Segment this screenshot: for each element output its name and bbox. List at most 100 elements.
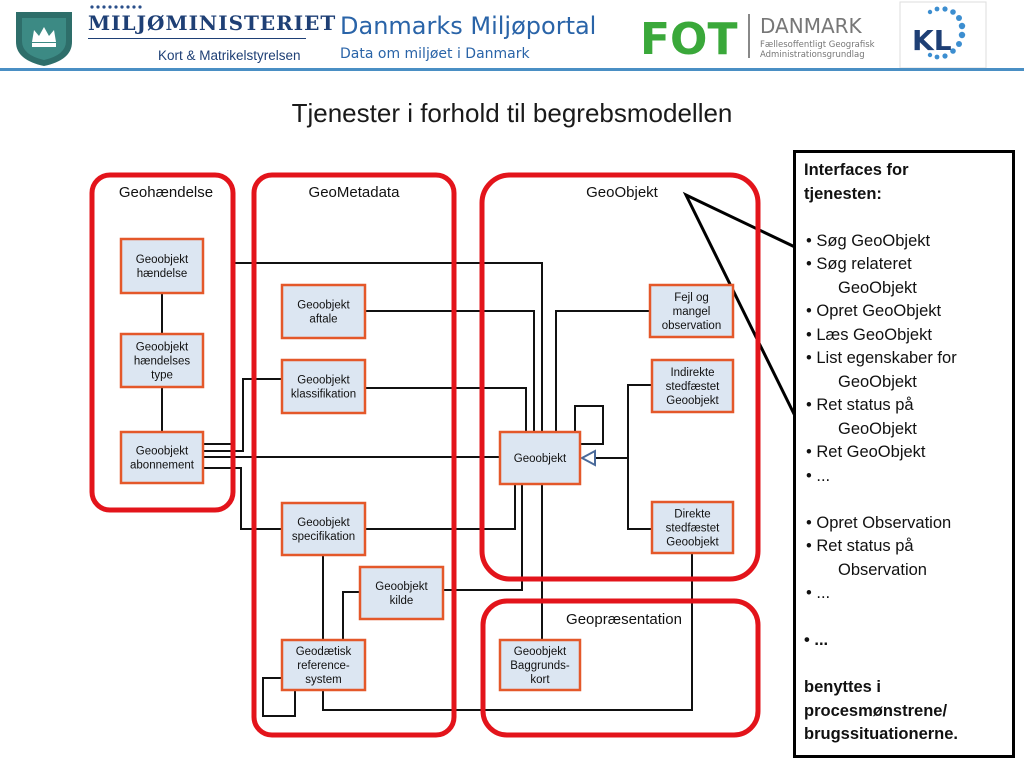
concept-box-label: mangel <box>673 306 711 318</box>
concept-box-geoobjekt-kilde: Geoobjekt kilde <box>358 565 445 621</box>
fot-subtitle-1: Fællesoffentligt Geografisk <box>760 40 875 50</box>
concept-box-geoobjekt-haendelse: Geoobjekt hændelse <box>119 237 205 295</box>
concept-box-label: Geoobjekt <box>375 581 428 593</box>
callout-gap <box>804 488 1004 512</box>
concept-box-label: hændelse <box>137 268 188 280</box>
callout-item: • Læs GeoObjekt <box>806 325 932 344</box>
concept-box-frame <box>648 283 735 339</box>
concept-box-frame <box>498 638 582 692</box>
concept-box-label: Geoobjekt <box>136 446 189 458</box>
fot-divider <box>748 14 750 58</box>
group-label-geopraesentation: Geopræsentation <box>566 611 682 628</box>
concept-box-label: Geoobjekt <box>514 646 567 658</box>
concept-box-frame <box>119 430 205 485</box>
interfaces-callout: Interfaces for tjenesten: • Søg GeoObjek… <box>793 150 1015 758</box>
concept-box-frame <box>280 638 367 692</box>
callout-heading-1: Interfaces for <box>804 161 909 179</box>
callout-item: • List egenskaber for <box>806 349 957 367</box>
callout-footer-2: procesmønstrene/ <box>804 701 948 720</box>
concept-box-label: Geoobjekt <box>297 375 350 387</box>
concept-box-label: specifikation <box>292 531 355 543</box>
callout-footer-3: brugssituationerne. <box>804 725 959 743</box>
concept-box-frame <box>358 565 445 621</box>
callout-item-continuation: GeoObjekt <box>838 278 917 297</box>
concept-box-geoobjekt-aftale: Geoobjekt aftale <box>280 283 367 340</box>
header-divider-line <box>0 68 1024 71</box>
group-geometadata <box>251 172 457 738</box>
callout-gap <box>804 653 1004 677</box>
callout-item: • Opret Observation <box>806 513 952 532</box>
concept-box-label: Geodætisk <box>296 646 352 658</box>
concept-box-label: Baggrunds- <box>510 660 570 672</box>
concept-box-frame <box>119 332 205 389</box>
callout-item: • Søg relateret <box>806 255 912 273</box>
group-geohaendelse <box>89 172 236 513</box>
group-geopraesentation <box>480 598 761 738</box>
portal-subtitle: Data om miljøet i Danmark <box>340 46 531 62</box>
concept-box-label: aftale <box>309 314 337 326</box>
fot-danmark: DANMARK <box>760 14 863 38</box>
concept-box-label: Indirekte <box>670 367 714 379</box>
logo-bar-art: MILJØMINISTERIET Kort & Matrikelstyrelse… <box>16 1 987 69</box>
concept-box-label: kilde <box>390 595 414 607</box>
concept-box-label: Direkte <box>674 509 710 521</box>
concept-box-frame <box>119 237 205 295</box>
group-geoobjekt <box>479 172 761 582</box>
callout-gap <box>804 206 1004 230</box>
concept-box-label: reference- <box>297 660 350 672</box>
callout-footer-1: benyttes i <box>804 678 882 696</box>
concept-box-label: Geoobjekt <box>666 395 719 407</box>
callout-item-continuation: Observation <box>838 560 927 579</box>
fot-logo: FOT <box>640 14 737 65</box>
concept-box-frame <box>280 358 367 415</box>
concept-box-label: kort <box>530 674 550 686</box>
concept-box-label: Geoobjekt <box>514 453 567 465</box>
callout-item-more: • ... <box>804 631 829 649</box>
fot-subtitle-2: Administrationsgrundlag <box>760 50 865 60</box>
concept-box-label: Geoobjekt <box>136 254 189 266</box>
concept-box-fejl-og-mangel: Fejl og mangel observation <box>648 283 735 339</box>
concept-box-frame <box>498 430 582 486</box>
generalization-arrow-icon <box>579 449 596 467</box>
kl-dots-icon <box>927 6 966 60</box>
kl-logo-text: KL <box>912 24 952 57</box>
concept-box-geoobjekt: Geoobjekt <box>498 430 582 486</box>
ministry-subtitle: Kort & Matrikelstyrelsen <box>158 48 301 63</box>
logo-bar: MILJØMINISTERIET Kort & Matrikelstyrelse… <box>0 0 1024 72</box>
callout-item: • ... <box>806 466 831 485</box>
concept-box-label: stedfæstet <box>666 381 720 393</box>
concept-box-frame <box>280 283 367 340</box>
connector-lines <box>161 262 693 717</box>
concept-box-frame <box>280 501 367 557</box>
concept-box-label: klassifikation <box>291 389 356 401</box>
concept-box-frame <box>650 358 735 414</box>
concept-box-label: stedfæstet <box>666 523 720 535</box>
callout-item: • Opret GeoObjekt <box>806 302 942 320</box>
callout-item: • Ret status på <box>806 537 914 555</box>
callout-item: • Ret GeoObjekt <box>806 443 926 461</box>
concept-box-frame <box>650 500 735 555</box>
kl-logo-badge: KL <box>899 1 987 69</box>
callout-heading-2: tjenesten: <box>804 184 882 203</box>
concept-box-label: Geoobjekt <box>297 300 350 312</box>
callout-item-continuation: GeoObjekt <box>838 372 917 391</box>
ministry-name: MILJØMINISTERIET <box>88 11 336 35</box>
callout-item-continuation: GeoObjekt <box>838 419 917 438</box>
concept-box-label: observation <box>662 320 721 332</box>
callout-item: • ... <box>806 584 831 602</box>
ministry-divider <box>88 38 306 39</box>
portal-name: Danmarks Miljøportal <box>340 12 596 40</box>
callout-item: • Ret status på <box>806 396 914 414</box>
concept-box-label: hændelses <box>134 356 191 368</box>
concept-box-label: Geoobjekt <box>136 342 189 354</box>
callout-gap <box>804 606 1004 630</box>
concept-box-label: Fejl og <box>674 292 709 304</box>
